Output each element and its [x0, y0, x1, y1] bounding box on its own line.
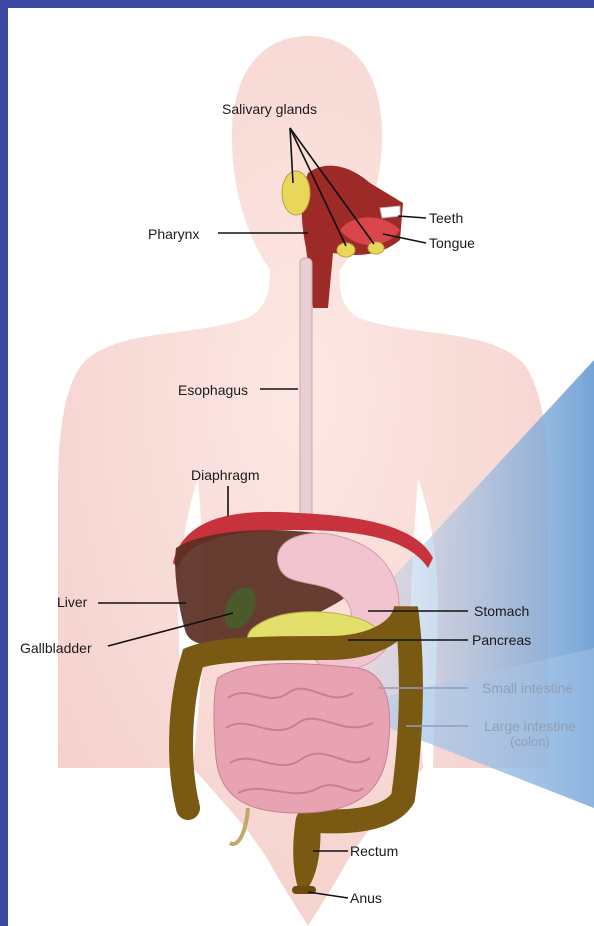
label-small-intestine: Small intestine: [482, 680, 573, 696]
diagram-frame: Salivary glands Pharynx Teeth Tongue Eso…: [8, 8, 594, 926]
label-large-intestine-sub: (colon): [474, 734, 586, 750]
label-anus: Anus: [350, 890, 382, 906]
teeth-shape: [380, 206, 400, 218]
label-esophagus: Esophagus: [178, 382, 248, 398]
esophagus-shape: [300, 258, 312, 523]
label-stomach: Stomach: [474, 603, 529, 619]
label-tongue: Tongue: [429, 235, 475, 251]
salivary-gland-parotid: [282, 171, 310, 215]
label-pharynx: Pharynx: [148, 226, 199, 242]
label-teeth: Teeth: [429, 210, 463, 226]
label-salivary-glands: Salivary glands: [222, 101, 317, 117]
leader-teeth: [398, 216, 426, 218]
label-rectum: Rectum: [350, 843, 398, 859]
digestive-system-diagram: [8, 8, 594, 926]
label-diaphragm: Diaphragm: [191, 467, 259, 483]
salivary-gland-sublingual: [368, 242, 384, 254]
label-large-intestine-main: Large intestine: [474, 718, 586, 734]
label-pancreas: Pancreas: [472, 632, 531, 648]
label-liver: Liver: [57, 594, 87, 610]
label-gallbladder: Gallbladder: [20, 640, 92, 656]
small-intestine-shape: [214, 664, 390, 813]
label-large-intestine: Large intestine (colon): [474, 718, 586, 750]
